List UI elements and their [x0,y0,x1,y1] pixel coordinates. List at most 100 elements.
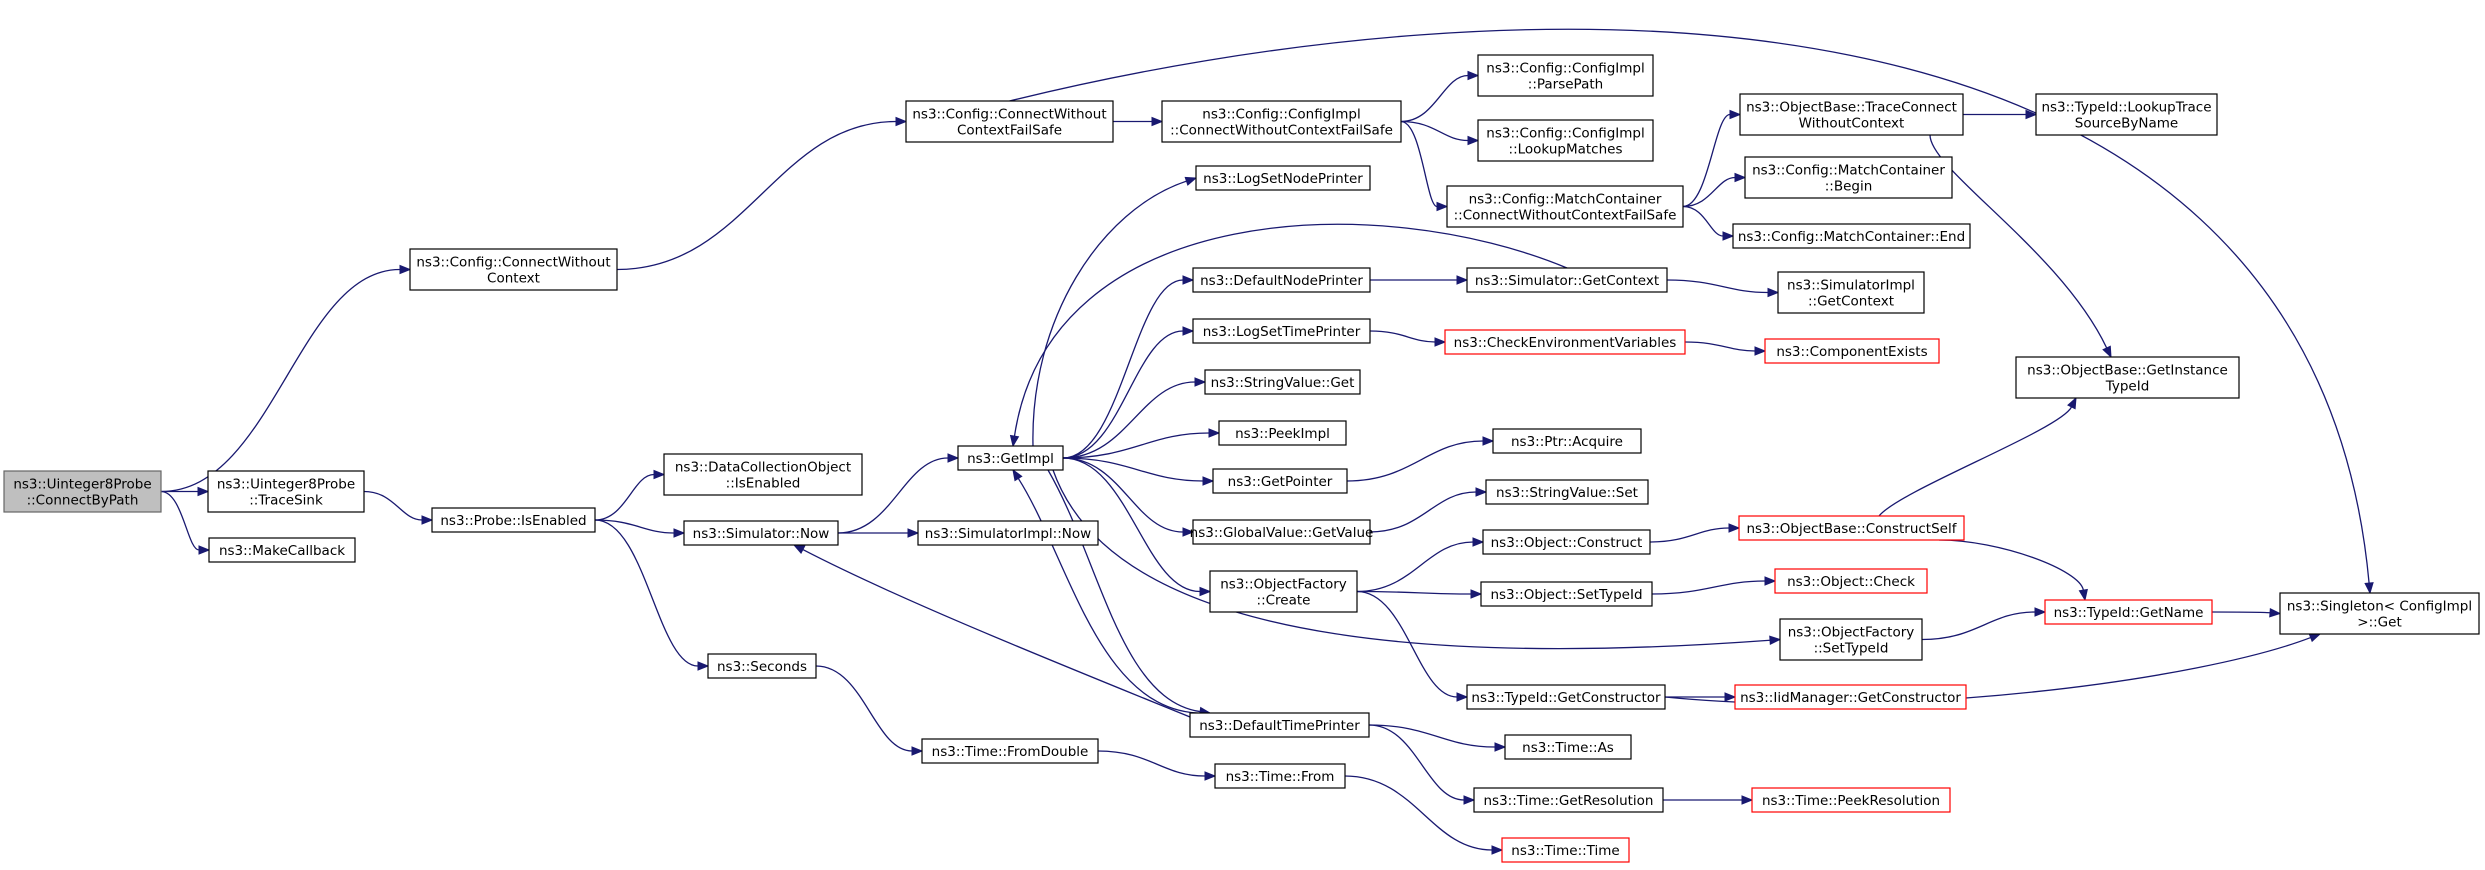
node-label-line: ns3::Simulator::Now [693,526,830,542]
arrowhead-configImplConnectFailSafe-to-matchContainerConnectFailSafe [1436,201,1449,212]
function-node-typeIdGetConstructor[interactable]: ns3::TypeId::GetConstructor [1466,684,1666,710]
node-label-line: ns3::ObjectFactory [1788,625,1915,641]
call-edge-matchContainerConnectFailSafe-to-objectBaseTraceConnect [1682,113,1731,208]
node-label-line: ns3::ObjectBase::TraceConnect [1746,100,1957,116]
node-box [1212,468,1348,494]
function-node-timeGetResolution[interactable]: ns3::Time::GetResolution [1473,787,1664,813]
function-node-defaultNodePrinter[interactable]: ns3::DefaultNodePrinter [1192,267,1371,293]
node-label-line: ns3::Time::GetResolution [1483,793,1653,809]
function-node-objectSetTypeId[interactable]: ns3::Object::SetTypeId [1480,581,1653,607]
node-box [3,470,162,513]
call-edge-simulatorGetContext-to-getImpl [1013,223,1568,437]
node-box [1732,223,1971,249]
function-node-getPointer[interactable]: ns3::GetPointer [1212,468,1348,494]
call-edge-getPointer-to-ptrAcquire [1346,440,1484,482]
function-node-simulatorGetContext[interactable]: ns3::Simulator::GetContext [1466,267,1668,293]
function-node-seconds[interactable]: ns3::Seconds [707,653,817,679]
function-node-timePeekResolution[interactable]: ns3::Time::PeekResolution [1751,787,1951,813]
call-edge-simulatorNow-to-getImpl [837,457,949,534]
function-node-dcoIsEnabled[interactable]: ns3::DataCollectionObject::IsEnabled [663,453,863,496]
call-edge-seconds-to-timeFromDouble [815,665,913,752]
arrowhead-cfgConnectWithoutContext-to-cfgConnectWithoutContextFailSafe [895,116,908,127]
function-node-typeIdGetName[interactable]: ns3::TypeId::GetName [2044,599,2213,625]
node-box [921,738,1099,764]
function-node-simImplGetContext[interactable]: ns3::SimulatorImpl::GetContext [1777,271,1925,314]
arrowhead-getImpl-to-logSetTimePrinter [1182,326,1195,336]
function-node-matchContainerConnectFailSafe[interactable]: ns3::Config::MatchContainer::ConnectWith… [1446,185,1684,228]
node-label-line: ns3::Uinteger8Probe [217,477,355,493]
function-node-cfgConnectWithoutContext[interactable]: ns3::Config::ConnectWithoutContext [409,248,618,291]
call-edge-getImpl-to-getPointer [1062,457,1204,482]
function-node-logSetNodePrinter[interactable]: ns3::LogSetNodePrinter [1195,165,1371,191]
call-edge-objectFactoryCreate-to-typeIdGetConstructor [1356,590,1458,698]
function-node-timeAs[interactable]: ns3::Time::As [1504,734,1632,760]
function-node-simImplNow[interactable]: ns3::SimulatorImpl::Now [917,520,1099,546]
node-label-line: ::IsEnabled [726,476,801,492]
function-node-logSetTimePrinter[interactable]: ns3::LogSetTimePrinter [1192,318,1371,344]
node-label-line: ns3::Time::Time [1511,843,1619,859]
node-box [1192,519,1371,545]
node-label-line: >::Get [2357,615,2401,631]
function-node-probeIsEnabled[interactable]: ns3::Probe::IsEnabled [431,507,596,533]
node-label-line: ns3::Config::ConnectWithout [416,255,610,271]
call-edge-getImpl-to-peekImpl [1062,432,1210,459]
function-node-cfgConnectWithoutContextFailSafe[interactable]: ns3::Config::ConnectWithoutContextFailSa… [905,100,1114,143]
function-node-objectBaseConstructSelf[interactable]: ns3::ObjectBase::ConstructSelf [1738,515,1965,541]
node-box [1779,618,1923,661]
call-edge-getImpl-to-globalValueGetValue [1062,457,1184,533]
function-node-objectConstruct[interactable]: ns3::Object::Construct [1482,529,1651,555]
node-label-line: ns3::MakeCallback [219,543,345,559]
node-box [1209,570,1358,613]
function-node-matchContainerBegin[interactable]: ns3::Config::MatchContainer::Begin [1744,156,1953,199]
function-node-configImplConnectFailSafe[interactable]: ns3::Config::ConfigImpl::ConnectWithoutC… [1161,100,1402,143]
function-node-objectCheck[interactable]: ns3::Object::Check [1774,568,1928,594]
function-node-timeFromDouble[interactable]: ns3::Time::FromDouble [921,738,1099,764]
node-box [1466,684,1666,710]
function-node-objectFactorySetTypeId[interactable]: ns3::ObjectFactory::SetTypeId [1779,618,1923,661]
function-node-defaultTimePrinter[interactable]: ns3::DefaultTimePrinter [1189,712,1370,738]
function-node-objectFactoryCreate[interactable]: ns3::ObjectFactory::Create [1209,570,1358,613]
node-label-line: ns3::Time::From [1226,769,1335,785]
function-node-objectBaseTraceConnect[interactable]: ns3::ObjectBase::TraceConnectWithoutCont… [1739,93,1964,136]
function-node-timeFrom[interactable]: ns3::Time::From [1214,763,1346,789]
function-node-singletonGet[interactable]: ns3::Singleton< ConfigImpl >::Get [2279,592,2480,635]
call-graph-nodes: ns3::Uinteger8Probe::ConnectByPath ns3::C… [3,54,2480,863]
node-label-line: ns3::Object::Check [1787,574,1915,590]
node-box [207,470,365,513]
function-node-root: ns3::Uinteger8Probe::ConnectByPath [3,470,162,513]
function-node-matchContainerEnd[interactable]: ns3::Config::MatchContainer::End [1732,223,1971,249]
function-node-peekImpl[interactable]: ns3::PeekImpl [1218,420,1347,446]
arrowhead-configImplConnectFailSafe-to-configImplParsePath [1467,70,1480,81]
call-edge-matchContainerConnectFailSafe-to-matchContainerEnd [1682,205,1724,237]
node-label-line: ns3::Object::SetTypeId [1490,587,1642,603]
function-node-makeCallback[interactable]: ns3::MakeCallback [208,537,356,563]
function-node-timeTime[interactable]: ns3::Time::Time [1501,837,1630,863]
function-node-simulatorNow[interactable]: ns3::Simulator::Now [683,520,839,546]
arrowhead-objectFactoryCreate-to-objectConstruct [1472,537,1485,547]
node-label-line: ns3::StringValue::Get [1211,375,1355,391]
call-edge-globalValueGetValue-to-stringValueSet [1369,491,1477,533]
function-node-configImplLookupMatches[interactable]: ns3::Config::ConfigImpl::LookupMatches [1477,119,1654,162]
call-edge-configImplConnectFailSafe-to-matchContainerConnectFailSafe [1400,120,1438,208]
function-node-uint8TraceSink[interactable]: ns3::Uinteger8Probe::TraceSink [207,470,365,513]
function-node-getImpl[interactable]: ns3::GetImpl [957,445,1064,471]
function-node-stringValueSet[interactable]: ns3::StringValue::Set [1485,479,1649,505]
function-node-iidManagerGetConstructor[interactable]: ns3::IidManager::GetConstructor [1734,684,1967,710]
node-label-line: ns3::IidManager::GetConstructor [1740,690,1961,706]
call-edge-getImpl-to-logSetTimePrinter [1062,330,1184,459]
call-edge-getImpl-to-objectFactorySetTypeId [1052,469,1771,650]
function-node-ptrAcquire[interactable]: ns3::Ptr::Acquire [1492,428,1642,454]
node-label-line: ns3::Config::ConfigImpl [1202,107,1360,123]
call-edge-objectBaseTraceConnect-to-objectBaseGetInstanceTypeId [1929,134,2108,349]
function-node-globalValueGetValue[interactable]: ns3::GlobalValue::GetValue [1190,519,1374,545]
function-node-componentExists[interactable]: ns3::ComponentExists [1764,338,1940,364]
function-node-checkEnvVars[interactable]: ns3::CheckEnvironmentVariables [1444,329,1686,355]
node-box [707,653,817,679]
node-label-line: ns3::Probe::IsEnabled [440,513,586,529]
function-node-configImplParsePath[interactable]: ns3::Config::ConfigImpl::ParsePath [1477,54,1654,97]
call-edge-getImpl-to-logSetNodePrinter [1032,180,1187,447]
arrowhead-defaultTimePrinter-to-timeGetResolution [1463,795,1476,805]
function-node-stringValueGet[interactable]: ns3::StringValue::Get [1204,369,1361,395]
